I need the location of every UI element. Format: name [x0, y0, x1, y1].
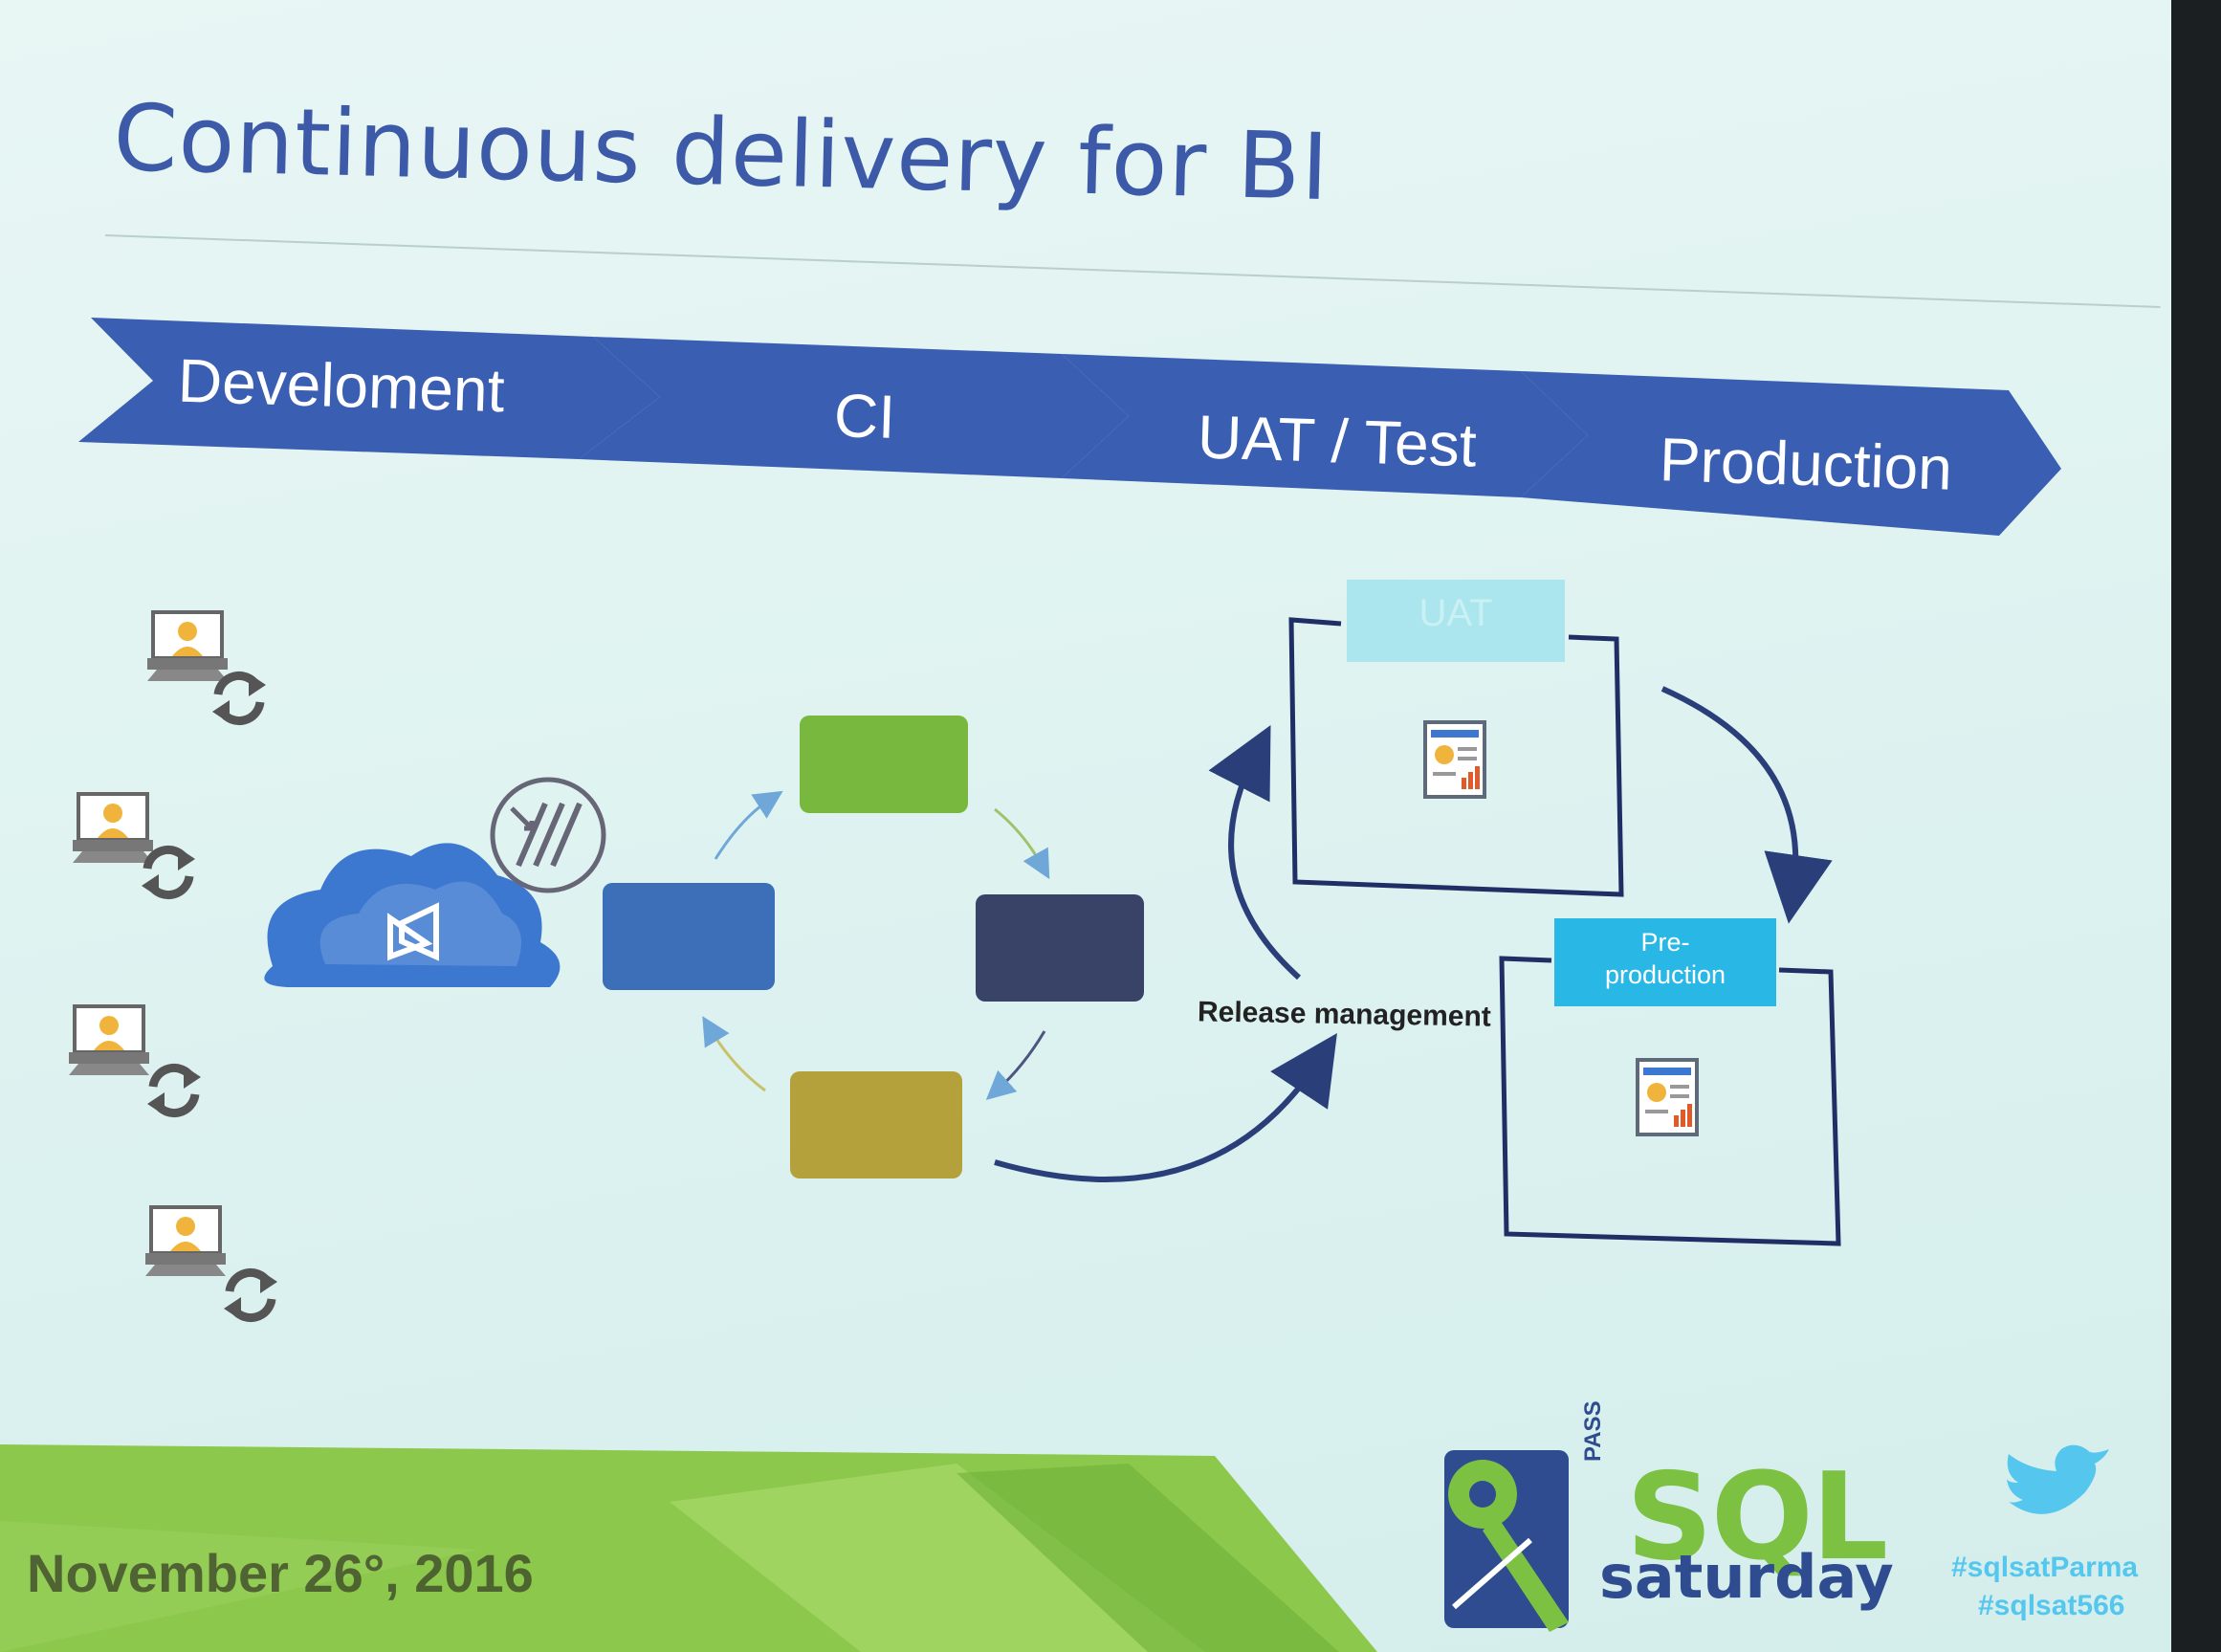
- logo-sql-text: SQL: [1626, 1446, 1888, 1587]
- stage-chevron-ci: [579, 337, 1129, 478]
- stage-chevron-development: [78, 318, 660, 459]
- ci-box-test: [800, 716, 968, 813]
- release-arrow: [1208, 724, 1302, 980]
- sync-icon: [142, 848, 195, 897]
- sql-saturday-key-logo: [1444, 1450, 1569, 1632]
- presentation-slide: Continuous delivery for BI Develoment CI…: [0, 0, 2171, 1652]
- hashtag-parma: #sqlsatParma: [1951, 1552, 2139, 1583]
- report-document-icon: [1636, 1058, 1699, 1136]
- sync-icon: [212, 673, 266, 723]
- uat-tab-label: UAT: [1418, 592, 1493, 634]
- developer-workstation-icon: [145, 610, 230, 683]
- ci-box-deploy: [976, 894, 1144, 1002]
- preprod-tab-line1: Pre-: [1640, 928, 1690, 957]
- logo-pass-text: PASS: [1580, 1400, 1606, 1462]
- developer-workstation-icon: [143, 1205, 228, 1278]
- release-arrow: [1660, 686, 1833, 924]
- cycle-arrow: [985, 1030, 1046, 1100]
- footer-date: November 26°, 2016: [27, 1543, 534, 1603]
- preprod-environment-frame: [1499, 956, 1841, 1246]
- twitter-bird-icon: [2007, 1444, 2109, 1514]
- build-pipeline-icon: [490, 777, 606, 893]
- logo-saturday-text: saturday: [1599, 1542, 1894, 1612]
- cycle-arrow: [702, 1016, 766, 1092]
- stage-chevron-production: [1521, 371, 2061, 536]
- release-arrow: [994, 1033, 1337, 1182]
- sync-icon: [224, 1270, 277, 1320]
- preprod-environment-tab: Pre- production: [1554, 918, 1776, 1006]
- stage-chevron-uat: [1062, 354, 1588, 497]
- sync-icon: [147, 1066, 201, 1115]
- cloud-visual-studio-icon: [264, 843, 561, 987]
- delivery-diagram: [67, 610, 1841, 1454]
- ci-box-build: [603, 883, 775, 990]
- cycle-arrow: [714, 790, 783, 860]
- report-document-icon: [1423, 720, 1486, 799]
- uat-environment-frame: [1288, 617, 1624, 897]
- release-management-label: Release management: [1197, 996, 1492, 1033]
- cycle-arrow: [994, 807, 1050, 880]
- developer-workstation-icon: [71, 792, 155, 865]
- ci-box-package: [790, 1071, 962, 1178]
- preprod-tab-line2: production: [1604, 960, 1726, 989]
- hashtag-566: #sqlsat566: [1978, 1590, 2125, 1621]
- pipeline-stages: [78, 318, 2061, 536]
- footer-band: [0, 1444, 2109, 1652]
- uat-environment-tab: UAT: [1347, 580, 1565, 662]
- developer-workstation-icon: [67, 1004, 151, 1077]
